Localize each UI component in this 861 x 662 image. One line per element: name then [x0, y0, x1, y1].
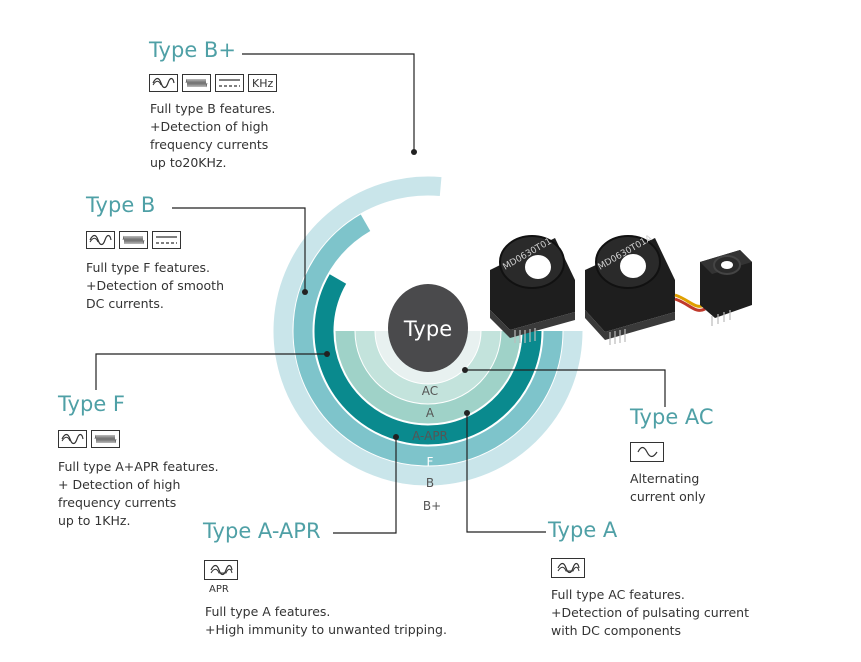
khz-icon: KHz: [248, 74, 278, 92]
sensor-product-2: MD0630T01A: [585, 233, 706, 345]
connector-a: [466, 413, 546, 533]
hf-wave-icon: [119, 231, 148, 249]
sine-wave-icon: [630, 442, 664, 462]
ac-wave-icon: [149, 74, 178, 92]
connector-b-plus: [242, 53, 415, 152]
hf-wave-icon: [91, 430, 120, 448]
ac-wave-icon: [58, 430, 87, 448]
ring-f: [314, 274, 542, 445]
type-f-desc: Full type A+APR features. + Detection of…: [58, 459, 219, 528]
type-a-apr-title: Type A-APR: [203, 519, 321, 543]
type-a-icons: [551, 558, 585, 578]
type-a-desc: Full type AC features. +Detection of pul…: [551, 587, 749, 638]
ring-b-plus: [273, 176, 583, 486]
ring-a-apr: [335, 330, 521, 424]
type-b-plus-title: Type B+: [149, 38, 236, 62]
type-ac-title: Type AC: [630, 405, 714, 429]
ring-ac: [375, 330, 481, 384]
connector-lines: [95, 53, 666, 534]
type-b-desc: Full type F features. +Detection of smoo…: [86, 260, 225, 311]
ring-label-f: F: [427, 455, 434, 469]
ring-label-b-plus: B+: [423, 499, 441, 513]
type-a-apr-sublabel: APR: [209, 584, 229, 595]
hf-wave-icon: [182, 74, 211, 92]
type-ac-icons: [630, 442, 664, 462]
center-circle: [388, 284, 468, 372]
ring-label-a-apr: A-APR: [412, 429, 448, 443]
center-label: Type: [403, 317, 452, 341]
type-b-icons: [86, 231, 181, 249]
type-rings: [273, 176, 583, 486]
ring-label-a: A: [426, 406, 435, 420]
connector-ac: [465, 369, 666, 407]
type-b-plus-icons: KHz: [149, 74, 278, 92]
type-b-plus-desc: Full type B features. +Detection of high…: [150, 101, 276, 170]
type-a-apr-icons: [204, 560, 238, 580]
dc-icon: [215, 74, 244, 92]
ring-a: [355, 330, 501, 404]
sensor-product-3: [700, 250, 752, 326]
ring-b: [293, 214, 563, 466]
ac-wave-icon: [86, 231, 115, 249]
sensor-product-1: MD0630T01: [490, 235, 575, 343]
connector-b: [172, 207, 306, 292]
type-b-title: Type B: [86, 193, 156, 217]
dc-icon: [152, 231, 181, 249]
connector-f: [95, 353, 327, 390]
type-f-title: Type F: [58, 392, 125, 416]
type-f-icons: [58, 430, 120, 448]
ring-label-b: B: [426, 476, 434, 490]
type-a-title: Type A: [548, 518, 618, 542]
type-ac-desc: Alternating current only: [630, 471, 706, 504]
connector-a-apr: [333, 437, 397, 534]
type-a-apr-desc: Full type A features. +High immunity to …: [205, 604, 447, 637]
pulsating-wave-icon: [551, 558, 585, 578]
pulsating-wave-icon: [204, 560, 238, 580]
ring-label-ac: AC: [422, 384, 438, 398]
